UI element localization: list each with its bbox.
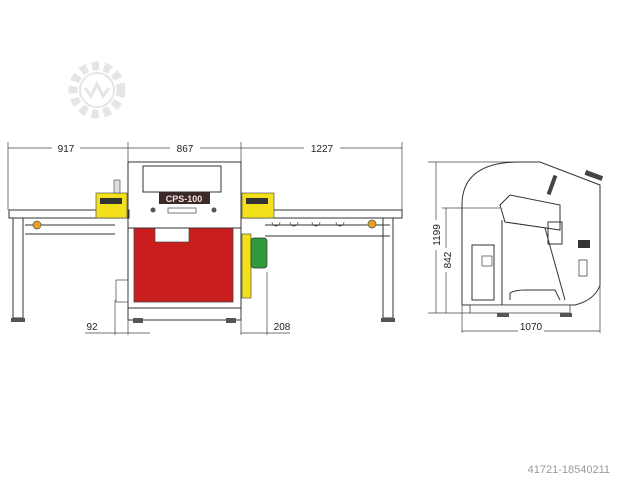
motor xyxy=(250,237,268,269)
machine-label: CPS-100 xyxy=(166,194,203,204)
side-view: 1199 842 1070 xyxy=(428,161,604,333)
dim-92: 92 xyxy=(86,322,98,333)
dim-842: 842 xyxy=(443,251,454,268)
left-clamp xyxy=(95,192,128,219)
front-view: 917 867 1227 CPS-100 xyxy=(7,141,403,335)
right-clamp xyxy=(241,192,275,219)
dim-208: 208 xyxy=(274,322,291,333)
watermark-id: 41721-18540211 xyxy=(528,464,610,476)
dim-917: 917 xyxy=(58,144,75,155)
dim-1227: 1227 xyxy=(311,144,334,155)
dim-867: 867 xyxy=(177,144,194,155)
dim-1199: 1199 xyxy=(432,224,443,246)
dim-1070: 1070 xyxy=(520,322,543,333)
gear-logo-icon xyxy=(68,61,126,119)
